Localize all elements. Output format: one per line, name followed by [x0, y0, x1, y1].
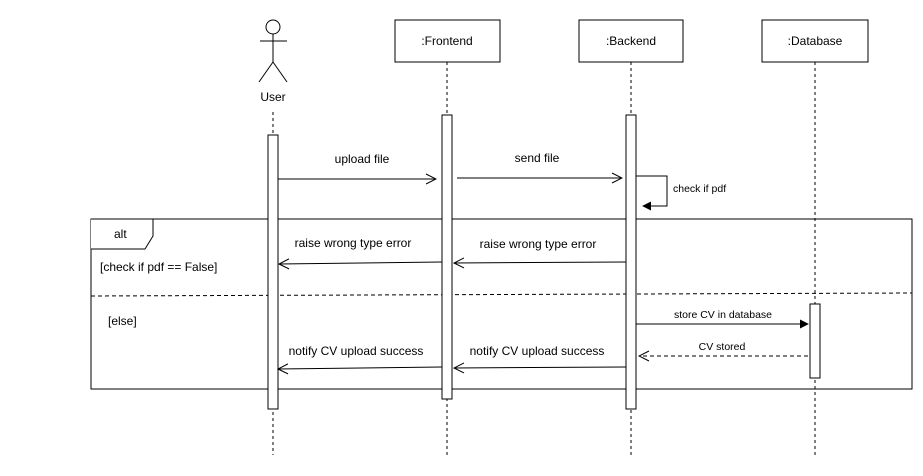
alt-guard-2: [else]: [108, 314, 137, 328]
cv-stored-label: CV stored: [699, 341, 746, 353]
alt-operator-label: alt: [114, 227, 127, 241]
message-send-file: send file: [457, 151, 622, 178]
user-label: User: [260, 90, 285, 104]
frontend-box: [394, 19, 501, 63]
lifelines: [272, 62, 816, 455]
message-store-cv: store CV in database: [636, 309, 809, 329]
activations: [267, 114, 821, 410]
backend-label: :Backend: [606, 34, 656, 48]
frontend-label: :Frontend: [421, 34, 472, 48]
raise-error-frontend-label: raise wrong type error: [295, 236, 412, 250]
user-activation: [267, 134, 279, 410]
notify-frontend-arrow: [278, 367, 443, 369]
alt-operator-tab: [91, 218, 154, 250]
frontend-participant: :Frontend: [394, 19, 501, 63]
store-cv-label: store CV in database: [674, 309, 772, 321]
notify-frontend-label: notify CV upload success: [289, 344, 424, 358]
database-activation: [809, 303, 821, 379]
backend-activation: [625, 114, 637, 410]
message-raise-error-backend: raise wrong type error: [454, 237, 627, 263]
database-participant: :Database: [761, 19, 869, 63]
notify-backend-label: notify CV upload success: [470, 344, 605, 358]
alt-guard-1: [check if pdf == False]: [100, 260, 217, 274]
raise-error-backend-arrow: [454, 262, 627, 263]
database-box: [761, 19, 869, 63]
database-label: :Database: [788, 34, 843, 48]
send-file-label: send file: [515, 151, 560, 165]
upload-file-label: upload file: [335, 152, 390, 166]
notify-backend-arrow: [454, 367, 627, 368]
frontend-activation: [441, 114, 453, 400]
message-raise-error-frontend: raise wrong type error: [279, 236, 443, 264]
message-notify-frontend: notify CV upload success: [278, 344, 443, 369]
message-upload-file: upload file: [278, 152, 436, 179]
backend-box: [578, 19, 684, 63]
message-cv-stored: CV stored: [639, 341, 808, 356]
check-if-pdf-self-arrow: [636, 175, 668, 211]
alt-fragment-frame: [90, 218, 913, 390]
backend-participant: :Backend: [578, 19, 684, 63]
actor-right-leg: [272, 61, 288, 83]
actor-head: [265, 19, 281, 35]
alt-operand-separator: [90, 292, 913, 297]
message-notify-backend: notify CV upload success: [454, 344, 627, 368]
message-check-if-pdf: check if pdf: [636, 175, 726, 211]
check-if-pdf-label: check if pdf: [673, 183, 726, 195]
alt-fragment: alt [check if pdf == False] [else]: [90, 218, 913, 390]
raise-error-backend-label: raise wrong type error: [480, 237, 597, 251]
actor-left-leg: [258, 61, 274, 83]
raise-error-frontend-arrow: [279, 262, 443, 264]
user-actor: [258, 19, 288, 83]
